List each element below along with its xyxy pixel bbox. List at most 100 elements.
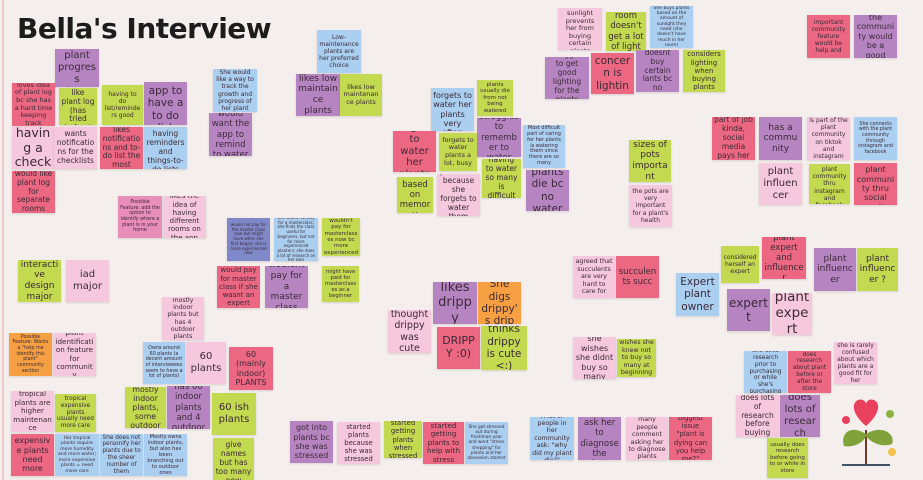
sticky-note[interactable]: wants plant progress photos	[55, 49, 99, 87]
sticky-note[interactable]: started plants because she was stressed	[337, 422, 380, 464]
sticky-note[interactable]: forgets to water her plants	[393, 131, 436, 172]
sticky-note[interactable]: Owns around 60 plants (a decent amount o…	[143, 342, 185, 384]
sticky-note[interactable]: she doesnt buy certain lants bc no light…	[636, 50, 679, 92]
sticky-note[interactable]: would like plant log (has tried before)	[59, 88, 97, 125]
sticky-note[interactable]: Likes having reminders and things-to-do …	[144, 127, 187, 169]
sticky-note[interactable]: has a community	[759, 117, 802, 160]
sticky-note[interactable]: A lot of people in her community ask: "w…	[530, 417, 574, 460]
sticky-note[interactable]: usually does research before going to or…	[767, 438, 808, 478]
sticky-note[interactable]: might have paid for masterclasses as a b…	[322, 266, 359, 302]
sticky-note[interactable]: mostly indoor plants, some outdoor	[125, 387, 166, 428]
sticky-note[interactable]: likes low maintenance plants	[340, 74, 382, 116]
sticky-note[interactable]: tropical expensive plants usually need m…	[55, 394, 96, 432]
sticky-note[interactable]: plants die bc no water	[526, 170, 569, 211]
sticky-note[interactable]: 60 (mainly indoor) PLANTS	[229, 347, 273, 390]
sticky-note[interactable]: She connects with the plant community th…	[854, 117, 897, 160]
sticky-note[interactable]: she is rarely confused about which plant…	[834, 342, 877, 384]
sticky-note[interactable]: many people comment asking her to diagno…	[626, 417, 668, 460]
sticky-note[interactable]: likes drippy	[433, 282, 477, 324]
sticky-note[interactable]: DRIPPY :0)	[437, 327, 480, 369]
sticky-note[interactable]: plants die because she forgets to water …	[437, 174, 480, 216]
sticky-note[interactable]: part of job kinda, social media pays her	[712, 117, 755, 160]
sticky-note[interactable]: agreed that succulents are very hard to …	[573, 256, 615, 298]
sticky-note[interactable]: used to give names but has too many now	[213, 438, 254, 480]
sticky-note[interactable]: thought the community would be a good id…	[854, 15, 897, 58]
sticky-note[interactable]: does lots of research	[780, 395, 820, 437]
sticky-note[interactable]: plant identification feature for communi…	[53, 333, 96, 376]
sticky-note[interactable]: loves idea of plant log bc she has a har…	[12, 83, 55, 126]
sticky-note[interactable]: connects to plant community thru instagr…	[809, 164, 850, 204]
sticky-note[interactable]: likes notifications and to-do list the m…	[100, 127, 143, 169]
sticky-note[interactable]: started getting plants when stressed	[384, 421, 422, 458]
sticky-note[interactable]: Expert plant owner	[676, 273, 719, 316]
sticky-note[interactable]: would not pay for the master class now b…	[227, 218, 270, 261]
sticky-note[interactable]: plant influencer	[814, 248, 856, 291]
sticky-note[interactable]: likes having a checklist	[12, 127, 54, 169]
sticky-note[interactable]: does lots of research before buying	[736, 395, 779, 437]
sticky-note[interactable]: iad major	[66, 260, 109, 302]
sticky-note[interactable]: the more expensive plants need more care	[11, 434, 54, 476]
sticky-note[interactable]: wants app to have a to do list	[144, 82, 187, 125]
sticky-note[interactable]: succulents succ	[616, 256, 659, 298]
sticky-note[interactable]: likes the idea of having different rooms…	[163, 196, 206, 238]
sticky-note[interactable]: Possible Feature: add the option to iden…	[118, 196, 162, 238]
sticky-note[interactable]: mostly indoor plants but has 4 outdoor p…	[162, 297, 204, 340]
sticky-note[interactable]: Low-maintenance plants are her preferred…	[317, 30, 361, 73]
sticky-note[interactable]: would like plant log for separate rooms	[12, 171, 55, 213]
sticky-note[interactable]: thought drippy was cute	[388, 310, 431, 353]
sticky-note[interactable]: considers lighting when buying plants	[683, 50, 725, 92]
sticky-note[interactable]: wouldn't pay for masterclasses now bc mo…	[322, 218, 360, 256]
sticky-note[interactable]: having to do list/reminders good	[102, 85, 143, 125]
sticky-note[interactable]: sizes of pots important	[629, 140, 671, 182]
sticky-note[interactable]: wouldnt pay for a master class	[265, 266, 308, 308]
sticky-note[interactable]: wants notifications for the checklists	[54, 127, 97, 169]
sticky-note[interactable]: She got stressed out during freshman yea…	[465, 422, 508, 464]
sticky-note[interactable]: She would not pay for a masterclass; she…	[274, 218, 318, 261]
sticky-note[interactable]: She does research prior to purchasing or…	[744, 351, 787, 393]
sticky-note[interactable]: expertt	[727, 289, 770, 331]
sticky-note[interactable]: 60 ish plants	[212, 393, 256, 435]
sticky-note[interactable]: plant influencer	[759, 163, 802, 205]
sticky-note[interactable]: struggles to remember to water	[477, 118, 521, 157]
sticky-note[interactable]: plants usually die from not being watere…	[477, 80, 513, 116]
sticky-note[interactable]: likes low maintaince plants	[296, 74, 340, 116]
sticky-note[interactable]: started getting plants to help with stre…	[423, 422, 464, 464]
sticky-note[interactable]: lack of sunlight prevents her from buyin…	[558, 8, 602, 50]
sticky-note[interactable]: plant expert and influencer	[762, 237, 806, 279]
sticky-note[interactable]: people ask her to diagnose the plants	[578, 417, 621, 460]
sticky-note[interactable]: Possible Feature: Wants a "help me ident…	[9, 333, 52, 376]
sticky-note[interactable]: interactive design major	[18, 260, 61, 302]
sticky-note[interactable]: She does not personify her plants due to…	[100, 434, 143, 476]
sticky-note[interactable]: does research about plant before or afte…	[788, 351, 831, 393]
sticky-note[interactable]: room doesn't get a lot of light	[606, 12, 646, 51]
sticky-note[interactable]: wishes she knew not to buy so many at be…	[617, 339, 656, 377]
sticky-note[interactable]: biggest issue "plant is dying can you he…	[669, 417, 712, 460]
sticky-note[interactable]: 60 plants	[186, 342, 226, 384]
sticky-note[interactable]: thinks drippy is cute <:)	[481, 326, 527, 370]
sticky-note[interactable]: has a plant community thru social media	[854, 163, 897, 205]
sticky-note[interactable]: would pay for master class if she wasnt …	[217, 266, 260, 308]
sticky-note[interactable]: would want the app to remind to water	[209, 113, 252, 156]
sticky-note[interactable]: She would like a way to track the growth…	[213, 69, 257, 112]
sticky-note[interactable]: the pots are very important for a plant'…	[629, 185, 672, 227]
sticky-note[interactable]: has 60 indoor plants and 4 outdoor	[167, 386, 210, 429]
sticky-note[interactable]: Her tropical plants require more humidit…	[55, 434, 99, 476]
sticky-note[interactable]: forgets to water plants a lot, busy	[439, 133, 477, 171]
sticky-note[interactable]: She digs drippy's drip	[478, 282, 521, 324]
sticky-note[interactable]: tropical plants are higher maintenance	[11, 391, 54, 432]
sticky-note[interactable]: is part of the plant community on tiktok…	[807, 117, 850, 160]
sticky-note[interactable]: plant expert	[772, 293, 812, 335]
sticky-note[interactable]: having to water so many is difficult	[482, 159, 521, 198]
sticky-note[interactable]: struggles to get good lighting for the p…	[545, 57, 589, 99]
sticky-note[interactable]: plant influencer ?	[857, 248, 898, 291]
sticky-note[interactable]: considered herself an expert	[721, 246, 759, 283]
sticky-note[interactable]: important community feature would be hel…	[807, 15, 850, 58]
sticky-note[interactable]: She forgets to water her plants very oft…	[431, 88, 474, 131]
sticky-note[interactable]: She buys plants based on the amount of s…	[650, 6, 693, 48]
sticky-note[interactable]: she wishes she didnt buy so many	[573, 337, 616, 379]
sticky-note[interactable]: got into plants bc she was stressed	[290, 421, 333, 463]
sticky-note[interactable]: Most difficult part of caring for her pl…	[523, 125, 565, 168]
sticky-note[interactable]: main concern is lighting	[591, 53, 634, 94]
sticky-note[interactable]: Mostly owns indoor plants, but also has …	[144, 434, 187, 476]
